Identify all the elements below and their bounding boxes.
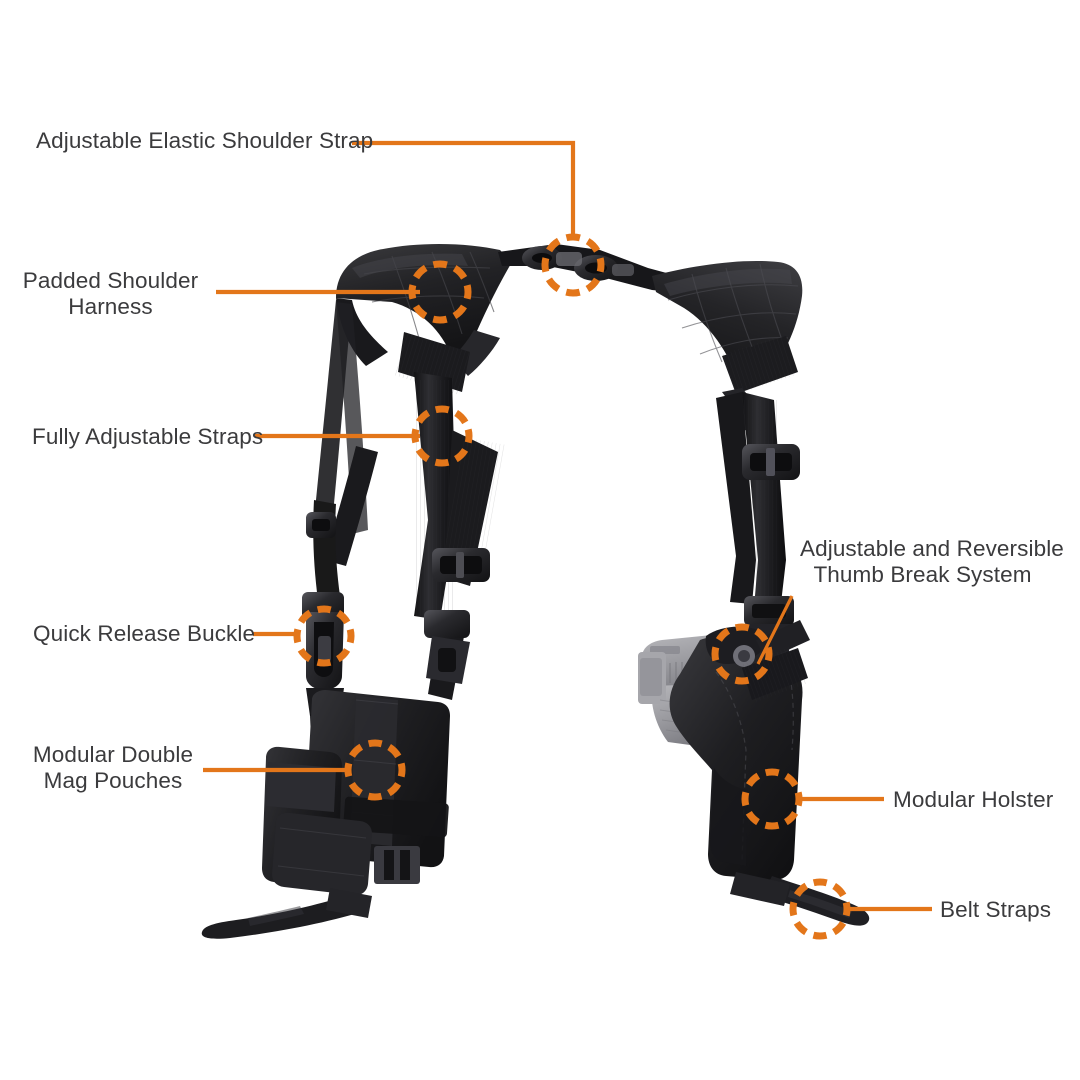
callout-label-quick-release-buckle: Quick Release Buckle (33, 621, 256, 646)
modular-holster-body (669, 620, 870, 926)
callout-label-fully-adjustable-straps: Fully Adjustable Straps (32, 424, 264, 449)
modular-mag-pouch (201, 690, 450, 939)
callout-label-modular-holster: Modular Holster (893, 787, 1054, 812)
callout-label-padded-shoulder-harness: Padded Shoulder Harness (22, 268, 199, 319)
right-webbing-strap (716, 392, 800, 660)
right-slider-buckle (742, 444, 800, 480)
left-webbing-strap (414, 372, 506, 700)
callout-label-modular-double-mag-pouches: Modular Double Mag Pouches (32, 742, 194, 793)
left-slider-buckle (432, 548, 490, 582)
callout-label-belt-straps: Belt Straps (940, 897, 1052, 922)
callout-label-adjustable-elastic-shoulder-strap: Adjustable Elastic Shoulder Strap (36, 128, 374, 153)
left-lower-side-release-buckle (424, 610, 470, 684)
callout-label-adjustable-reversible-thumb-break-system: Adjustable and Reversible Thumb Break Sy… (800, 536, 1064, 587)
